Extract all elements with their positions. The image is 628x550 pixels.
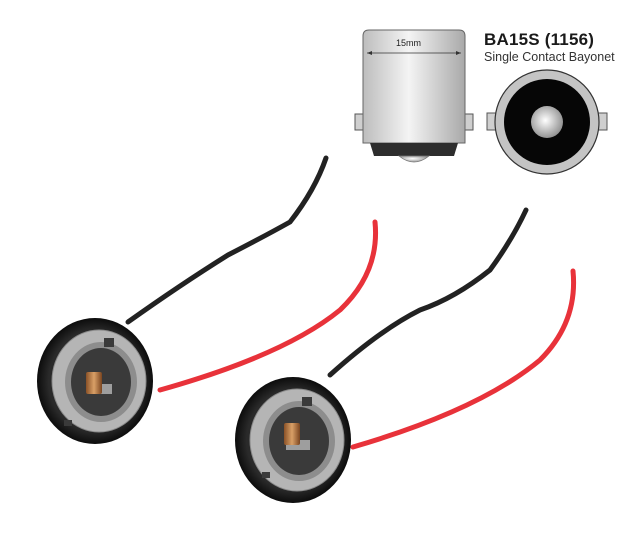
product-title: BA15S (1156)	[484, 30, 595, 49]
bulb-side-view	[354, 29, 474, 163]
harness-2-wires	[327, 207, 577, 450]
harness-1-wires	[125, 155, 379, 393]
socket-harness-2	[235, 377, 351, 503]
product-subtitle: Single Contact Bayonet	[484, 50, 615, 64]
dimension-label: 15mm	[396, 38, 422, 48]
bulb-end-view	[486, 69, 608, 175]
socket-harness-1	[37, 318, 153, 444]
